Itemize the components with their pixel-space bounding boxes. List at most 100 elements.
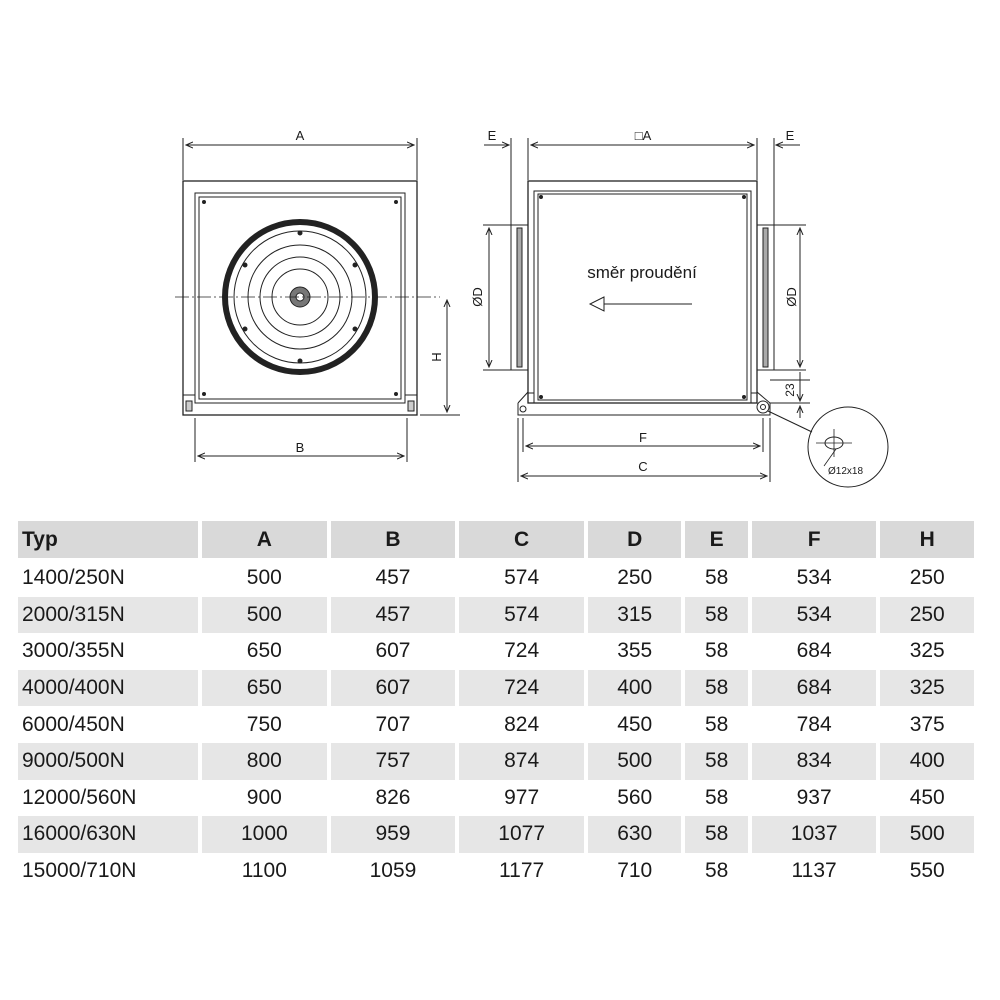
table-row: 16000/630N 1000 959 1077 630 58 1037 500 [18, 816, 974, 853]
dim-label-B: B [296, 440, 305, 455]
header-h: H [880, 521, 974, 558]
cell-e: 58 [685, 596, 748, 634]
dim-label-C: C [638, 459, 647, 474]
cell-b: 607 [330, 669, 456, 707]
header-e: E [685, 521, 748, 558]
dim-label-E-right: E [786, 128, 795, 143]
cell-f: 684 [751, 669, 877, 707]
cell-e: 58 [685, 816, 748, 853]
dim-label-E-left: E [488, 128, 497, 143]
dim-label-H: H [429, 352, 444, 361]
cell-f: 1137 [791, 859, 837, 883]
cell-h: 500 [880, 816, 974, 853]
cell-e: 58 [704, 566, 729, 590]
cell-h: 550 [909, 859, 945, 883]
cell-typ: 3000/355N [22, 639, 125, 663]
cell-a: 1100 [241, 859, 287, 883]
cell-typ: 4000/400N [18, 669, 198, 707]
cell-a: 900 [246, 785, 282, 809]
cell-h: 450 [909, 785, 945, 809]
cell-b: 707 [375, 712, 411, 736]
cell-f: 784 [796, 712, 832, 736]
front-view [175, 138, 460, 462]
cell-typ: 16000/630N [18, 816, 198, 853]
cell-a: 750 [246, 712, 282, 736]
dim-label-D-right: ØD [784, 287, 799, 307]
cell-typ: 12000/560N [22, 785, 137, 809]
cell-b: 1059 [369, 859, 417, 883]
dim-label-F: F [639, 430, 647, 445]
header-c: C [459, 521, 584, 558]
cell-b: 457 [375, 566, 411, 590]
cell-a: 500 [202, 596, 327, 634]
cell-d: 355 [617, 639, 653, 663]
cell-d: 630 [587, 816, 682, 853]
table-row: 9000/500N 800 757 874 500 58 834 400 [18, 742, 974, 780]
cell-f: 534 [796, 566, 832, 590]
cell-typ: 1400/250N [22, 566, 125, 590]
cell-typ: 9000/500N [18, 742, 198, 780]
dim-label-square-A: □A [635, 128, 652, 143]
technical-drawing: A H B [175, 128, 889, 488]
cell-a: 1000 [202, 816, 327, 853]
cell-typ: 2000/315N [18, 596, 198, 634]
cell-h: 400 [880, 742, 974, 780]
table-row: 1400/250N 500 457 574 250 58 534 250 [18, 558, 974, 597]
cell-e: 58 [704, 785, 729, 809]
cell-typ: 15000/710N [22, 859, 137, 883]
cell-d: 400 [587, 669, 682, 707]
cell-c: 574 [504, 566, 540, 590]
cell-h: 325 [880, 669, 974, 707]
cell-typ: 6000/450N [22, 712, 125, 736]
cell-e: 58 [704, 859, 729, 883]
cell-d: 500 [587, 742, 682, 780]
cell-f: 534 [751, 596, 877, 634]
cell-e: 58 [685, 742, 748, 780]
cell-b: 826 [375, 785, 411, 809]
table-row: 3000/355N 650 607 724 355 58 684 325 [18, 633, 974, 670]
dimensions-table: Typ A B C D E F H 1400/250N 500 457 574 … [14, 521, 978, 889]
cell-c: 874 [459, 742, 584, 780]
dim-label-D-left: ØD [470, 287, 485, 307]
cell-h: 325 [909, 639, 945, 663]
header-d: D [587, 521, 682, 558]
cell-d: 560 [617, 785, 653, 809]
cell-c: 1077 [459, 816, 584, 853]
cell-h: 375 [909, 712, 945, 736]
cell-h: 250 [909, 566, 945, 590]
cell-a: 650 [202, 669, 327, 707]
cell-a: 800 [202, 742, 327, 780]
header-f: F [751, 521, 877, 558]
cell-f: 834 [751, 742, 877, 780]
cell-b: 757 [330, 742, 456, 780]
header-b: B [330, 521, 456, 558]
hole-size-label: Ø12x18 [828, 466, 863, 477]
cell-c: 1177 [499, 859, 545, 883]
cell-a: 500 [246, 566, 282, 590]
cell-c: 977 [504, 785, 540, 809]
cell-b: 457 [330, 596, 456, 634]
cell-d: 710 [617, 859, 653, 883]
table-header-row: Typ A B C D E F H [18, 521, 974, 558]
cell-d: 315 [587, 596, 682, 634]
dim-label-A: A [296, 128, 305, 143]
cell-b: 959 [330, 816, 456, 853]
cell-b: 607 [375, 639, 411, 663]
cell-f: 1037 [751, 816, 877, 853]
cell-c: 724 [459, 669, 584, 707]
dim-label-23: 23 [783, 383, 797, 397]
table-row: 12000/560N 900 826 977 560 58 937 450 [18, 780, 974, 817]
cell-e: 58 [704, 712, 729, 736]
flow-direction-label: směr proudění [587, 263, 697, 282]
header-typ: Typ [18, 521, 198, 558]
cell-a: 650 [246, 639, 282, 663]
cell-e: 58 [685, 669, 748, 707]
table-row: 4000/400N 650 607 724 400 58 684 325 [18, 669, 974, 707]
cell-d: 250 [617, 566, 653, 590]
side-view [483, 138, 889, 488]
cell-c: 824 [504, 712, 540, 736]
table-row: 2000/315N 500 457 574 315 58 534 250 [18, 596, 974, 634]
cell-c: 574 [459, 596, 584, 634]
cell-f: 684 [796, 639, 832, 663]
cell-h: 250 [880, 596, 974, 634]
